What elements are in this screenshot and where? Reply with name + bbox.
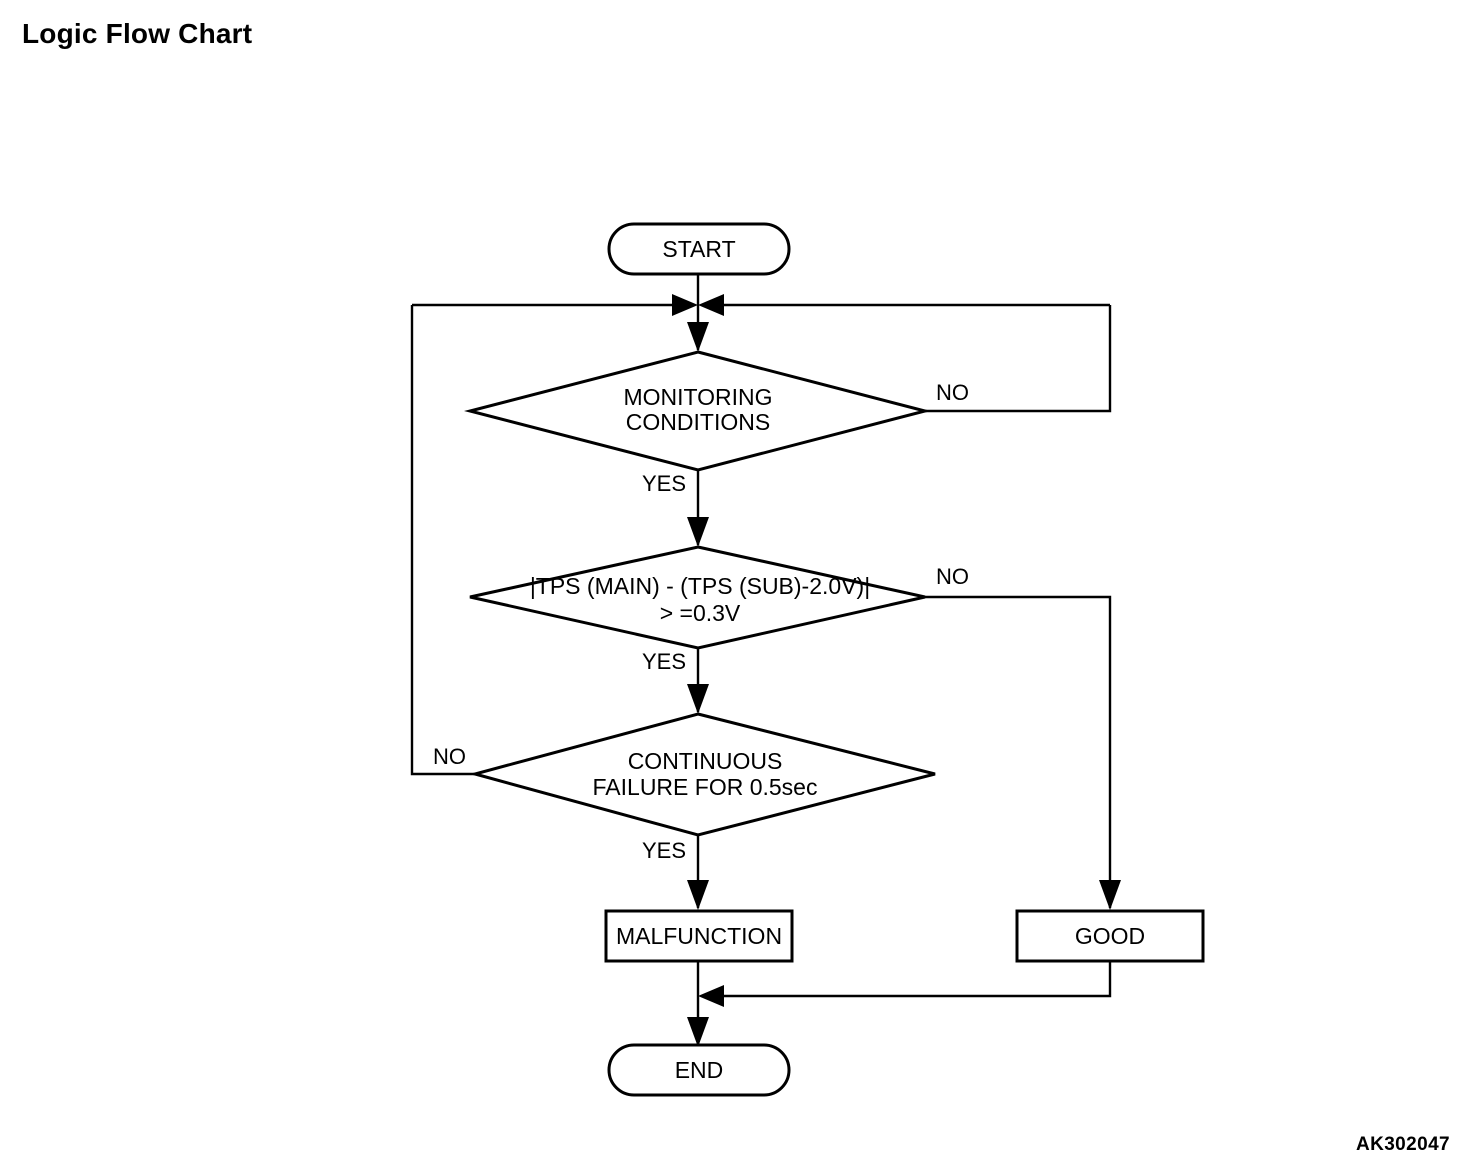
terminal-end-label: END <box>675 1057 724 1083</box>
edge-label-tps-yes: YES <box>642 649 686 674</box>
arrowhead-into-tps <box>687 517 709 547</box>
decision-tps-threshold-line2: > =0.3V <box>660 600 741 626</box>
connector-monitoring-no <box>925 305 1112 413</box>
decision-tps-threshold-line1: |TPS (MAIN) - (TPS (SUB)-2.0V)| <box>530 573 870 599</box>
arrowhead-into-good <box>1099 880 1121 910</box>
connector-good-to-end-merge <box>710 961 1112 998</box>
arrowhead-into-malfunction <box>687 880 709 910</box>
decision-monitoring-conditions-line1: MONITORING <box>623 384 772 410</box>
edge-label-tps-no: NO <box>936 564 969 589</box>
edge-label-continuous-yes: YES <box>642 838 686 863</box>
connector-tps-no <box>925 595 1112 908</box>
edge-label-monitoring-no: NO <box>936 380 969 405</box>
arrowhead-into-end <box>687 1017 709 1047</box>
decision-continuous-failure-line1: CONTINUOUS <box>628 748 783 774</box>
decision-continuous-failure-line2: FAILURE FOR 0.5sec <box>593 774 818 800</box>
edge-label-monitoring-yes: YES <box>642 471 686 496</box>
terminal-malfunction-label: MALFUNCTION <box>616 923 782 949</box>
terminal-start-label: START <box>662 236 735 262</box>
edge-label-continuous-no: NO <box>433 744 466 769</box>
decision-monitoring-conditions-line2: CONDITIONS <box>626 409 770 435</box>
terminal-end[interactable] <box>607 1043 791 1097</box>
page-title: Logic Flow Chart <box>22 18 253 49</box>
terminal-start[interactable] <box>607 222 791 276</box>
arrowhead-right-feedback-into-junction <box>698 294 724 316</box>
arrowhead-good-merge <box>698 985 724 1007</box>
arrowhead-left-feedback-into-junction <box>672 294 698 316</box>
figure-code: AK302047 <box>1355 1134 1450 1155</box>
arrowhead-into-continuous <box>687 684 709 714</box>
arrowhead-into-monitoring <box>687 322 709 352</box>
connector-continuous-no <box>410 305 475 776</box>
terminal-good-label: GOOD <box>1075 923 1145 949</box>
